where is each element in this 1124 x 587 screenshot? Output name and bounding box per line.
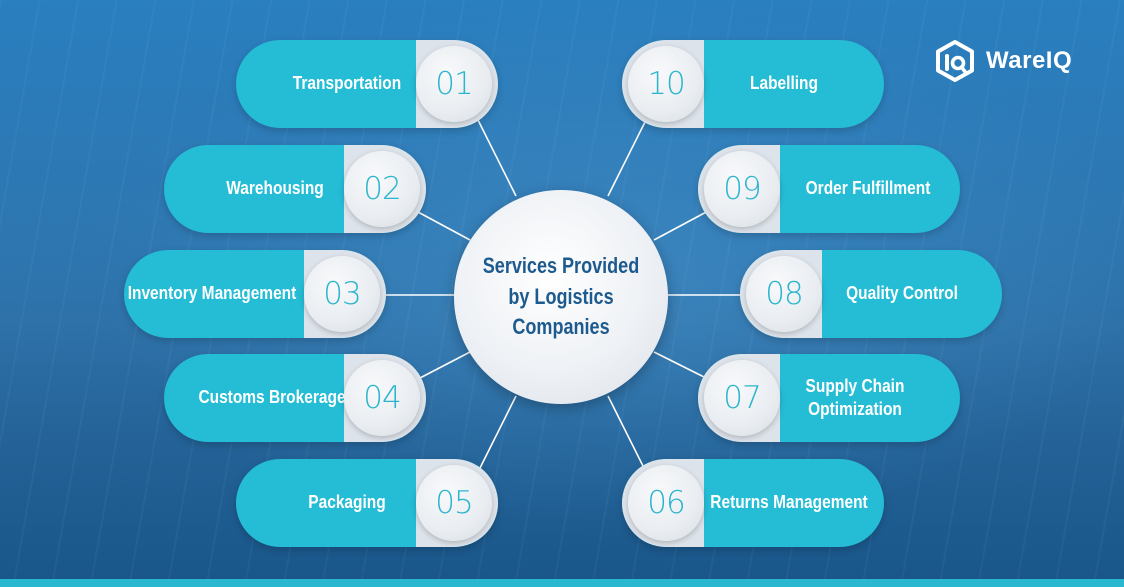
service-label: Labelling: [750, 73, 818, 94]
service-number: 04: [344, 360, 420, 436]
connector-10: [607, 119, 647, 197]
service-number: 01: [416, 46, 492, 122]
service-number: 06: [628, 465, 704, 541]
service-label: Inventory Management: [127, 283, 297, 304]
service-number: 08: [746, 256, 822, 332]
service-labelling: 10 Labelling: [622, 40, 884, 128]
connector-05: [477, 395, 517, 473]
service-label: Returns Management: [710, 492, 868, 513]
service-number: 10: [628, 46, 704, 122]
bottom-accent-bar: [0, 579, 1124, 587]
service-returns-management: 06 Returns Management: [622, 459, 884, 547]
connector-07: [653, 351, 711, 381]
center-hub: Services Provided by Logistics Companies: [454, 190, 668, 404]
wareiq-logo-icon: [936, 40, 974, 82]
service-number: 02: [344, 151, 420, 227]
service-quality-control: 08 Quality Control: [740, 250, 1002, 338]
service-label: Order Fulfillment: [805, 178, 931, 199]
service-order-fulfillment: 09 Order Fulfillment: [698, 145, 960, 233]
service-number: 05: [416, 465, 492, 541]
service-number: 03: [304, 256, 380, 332]
service-transportation: Transportation 01: [236, 40, 498, 128]
brand-name: WareIQ: [986, 47, 1073, 74]
connector-01: [477, 119, 517, 197]
service-packaging: Packaging 05: [236, 459, 498, 547]
service-number: 07: [704, 360, 780, 436]
connector-06: [607, 395, 647, 473]
service-number: 09: [704, 151, 780, 227]
service-label: Quality Control: [846, 283, 958, 304]
service-label: Packaging: [308, 492, 386, 513]
brand-logo: WareIQ: [934, 38, 1072, 84]
connector-04: [419, 351, 471, 379]
connector-02: [417, 211, 471, 241]
connector-09: [653, 209, 711, 241]
service-label: Warehousing: [226, 178, 324, 199]
service-warehousing: Warehousing 02: [164, 145, 426, 233]
service-label: Transportation: [292, 73, 402, 94]
service-customs-brokerage: Customs Brokerage 04: [164, 354, 426, 442]
diagram-title: Services Provided by Logistics Companies: [482, 252, 640, 340]
service-supply-chain-optimization: 07 Supply Chain Optimization: [698, 354, 960, 442]
service-label: Supply Chain Optimization: [805, 375, 905, 419]
service-label: Customs Brokerage: [198, 387, 346, 408]
service-inventory-management: Inventory Management 03: [124, 250, 386, 338]
